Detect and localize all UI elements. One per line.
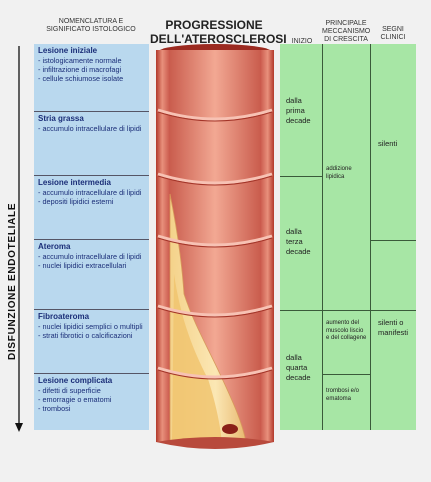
signs-silent: silenti <box>378 139 398 148</box>
stage-line: - strati fibrotici o calcificazioni <box>38 330 133 340</box>
stage-line: - trombosi <box>38 404 71 414</box>
stage-line: - cellule schiumose isolate <box>38 74 124 84</box>
stage-line: - accumulo intracellulare di lipidi <box>38 187 142 197</box>
mechanism-lipid-addition: addizione lipidica <box>326 166 352 180</box>
stage-initial-lesion: Lesione iniziale - istologicamente norma… <box>34 44 149 112</box>
mechanism-thrombosis: trombosi e/o ematoma <box>326 388 360 402</box>
artery-illustration <box>156 44 274 449</box>
stage-line: - accumulo intracellulare di lipidi <box>38 123 142 133</box>
stage-title: Stria grassa <box>38 114 84 123</box>
onset-first-decade: dalla prima decade <box>286 96 311 125</box>
signs-header: SEGNI CLINICI <box>380 26 406 41</box>
stage-line: - accumulo intracellulare di lipidi <box>38 251 142 261</box>
clinical-table <box>280 44 416 430</box>
stage-title: Lesione complicata <box>38 376 113 385</box>
axis-arrow-icon: DISFUNZIONE ENDOTELIALE <box>7 46 23 432</box>
mechanism-header: PRINCIPALE MECCANISMO DI CRESCITA <box>322 20 371 43</box>
artery-wall-right <box>260 50 274 442</box>
onset-third-decade: dalla terza decade <box>286 227 311 256</box>
stage-fatty-streak: Stria grassa - accumulo intracellulare d… <box>34 112 149 176</box>
stage-line: - infiltrazione di macrofagi <box>38 64 122 74</box>
stage-atheroma: Ateroma - accumulo intracellulare di lip… <box>34 240 149 310</box>
artery-bottom <box>156 437 274 449</box>
lipid-core <box>172 274 222 442</box>
stage-title: Lesione intermedia <box>38 178 111 187</box>
stage-title: Ateroma <box>38 242 71 251</box>
artery-rings <box>157 108 273 379</box>
stage-title: Fibroateroma <box>38 312 90 321</box>
stage-line: - nuclei lipidici semplici o multipli <box>38 321 143 331</box>
stage-line: - nuclei lipidici extracellulari <box>38 260 127 270</box>
signs-silent-or-manifest: silenti o manifesti <box>378 318 409 337</box>
endothelial-dysfunction-axis: DISFUNZIONE ENDOTELIALE <box>4 40 26 435</box>
onset-fourth-decade: dalla quarta decade <box>286 353 311 382</box>
stage-title: Lesione iniziale <box>38 46 98 55</box>
stage-intermediate-lesion: Lesione intermedia - accumulo intracellu… <box>34 176 149 240</box>
stage-line: - difetti di superficie <box>38 385 101 395</box>
onset-header: INIZIO <box>291 38 313 45</box>
mechanism-smooth-muscle-collagen: aumento del muscolo liscio e del collage… <box>326 320 367 341</box>
thrombus <box>222 424 238 434</box>
page-title: PROGRESSIONE DELL'ATEROSCLEROSI <box>150 18 287 46</box>
stage-line: - istologicamente normale <box>38 55 122 65</box>
stage-line: - depositi lipidici esterni <box>38 196 114 206</box>
side-label: DISFUNZIONE ENDOTELIALE <box>7 203 18 360</box>
stage-complicated-lesion: Lesione complicata - difetti di superfic… <box>34 374 149 430</box>
stage-line: - emorragie o ematomi <box>38 394 112 404</box>
stage-fibroatheroma: Fibroateroma - nuclei lipidici semplici … <box>34 310 149 374</box>
artery-wall-left <box>156 50 170 442</box>
nomenclature-header: NOMENCLATURA E SIGNIFICATO ISTOLOGICO <box>46 18 136 33</box>
